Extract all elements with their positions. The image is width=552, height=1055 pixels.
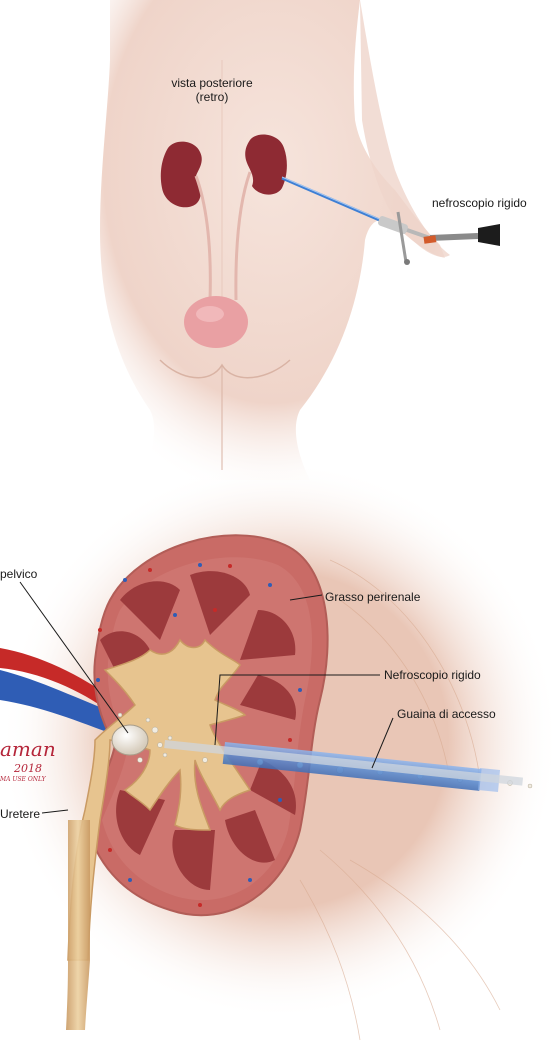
perirenal-fat-label: Grasso perirenale <box>325 590 420 604</box>
kidney-cross-section <box>0 460 552 1040</box>
nephroscope-label: Nefroscopio rigido <box>384 668 481 682</box>
ureter-label: Uretere <box>0 807 40 821</box>
signature-year: 2018 <box>14 762 42 775</box>
nephroscope-top-label: nefroscopio rigido <box>432 196 527 210</box>
view-subtitle-label: (retro) <box>152 90 272 104</box>
view-title-label: vista posteriore <box>152 76 272 90</box>
kidney-stone <box>112 725 148 755</box>
pelvis-label: pelvico <box>0 567 37 581</box>
artist-signature: aman <box>0 737 56 761</box>
torso-body <box>100 0 445 480</box>
access-sheath-label: Guaina di accesso <box>397 707 496 721</box>
signature-note: MA USE ONLY <box>0 776 46 783</box>
torso-back-view <box>100 0 500 480</box>
left-kidney <box>161 142 202 208</box>
ureter <box>66 820 90 1030</box>
bladder <box>184 296 248 348</box>
